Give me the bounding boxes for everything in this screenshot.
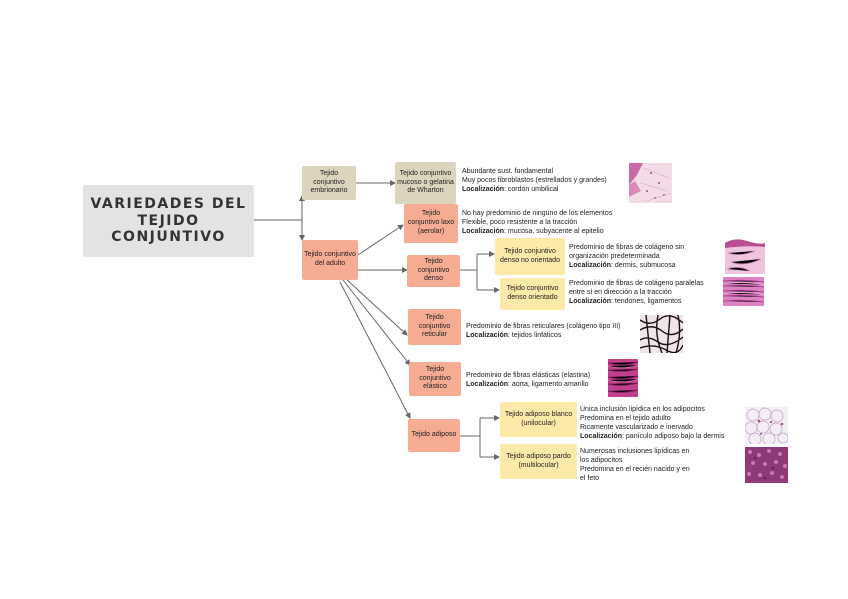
desc-line: No hay predominio de ninguno de los elem… bbox=[462, 210, 613, 217]
desc-loc: Localización: cordón umbilical bbox=[462, 186, 559, 194]
desc-loc: Localización: aorta, ligamento amarillo bbox=[466, 381, 589, 389]
desc-line: Predomina en el tejido adulto bbox=[580, 415, 671, 423]
title-line-1: VARIEDADES DEL bbox=[90, 195, 247, 212]
desc-denso-no-orientado: Predominio de fibras de colágeno sin org… bbox=[569, 243, 684, 270]
node-laxo: Tejido conjuntivo laxo (aerolar) bbox=[404, 204, 458, 243]
desc-denso-orientado: Predominio de fibras de colágeno paralel… bbox=[569, 279, 704, 306]
title-line-3: CONJUNTIVO bbox=[111, 229, 226, 246]
micrograph-adiposo-blanco bbox=[745, 407, 788, 444]
desc-line: Predominio de fibras elásticas (elastina… bbox=[466, 372, 591, 379]
desc-loc: Localización: tejidos linfáticos bbox=[466, 332, 562, 340]
node-denso: Tejido conjuntivo denso bbox=[407, 255, 460, 287]
desc-line: organización predeterminada bbox=[569, 253, 660, 261]
desc-line: Muy pocos fibroblastos (estrellados y gr… bbox=[462, 177, 607, 185]
desc-line: Flexible, poco resistente a la tracción bbox=[462, 219, 578, 227]
desc-line: el feto bbox=[580, 475, 600, 483]
node-elastico: Tejido conjuntivo elástico bbox=[409, 362, 461, 396]
desc-line: Ricamente vascularizado e inervado bbox=[580, 424, 693, 432]
desc-line: entre sí en dirección a la tracción bbox=[569, 289, 672, 297]
micrograph-denso-orientado bbox=[723, 277, 764, 306]
node-mucoso: Tejido conjuntivo mucoso o gelatina de W… bbox=[395, 162, 456, 204]
node-denso-orientado: Tejido conjuntivo denso orientado bbox=[500, 278, 565, 310]
micrograph-adiposo-pardo bbox=[745, 447, 788, 483]
desc-line: Predominio de fibras reticulares (coláge… bbox=[466, 323, 621, 330]
desc-line: Predominio de fibras de colágeno paralel… bbox=[569, 280, 704, 287]
desc-loc: Localización: tendones, ligamentos bbox=[569, 298, 682, 306]
desc-line: Abundante sust. fundamental bbox=[462, 168, 554, 175]
micrograph-denso-no-orientado bbox=[725, 237, 765, 274]
node-adiposo-blanco: Tejido adiposo blanco (unilocular) bbox=[500, 402, 577, 437]
desc-line: Única inclusión lipídica en los adipocit… bbox=[580, 406, 705, 413]
node-denso-no-orientado: Tejido conjuntivo denso no orientado bbox=[495, 238, 565, 275]
desc-reticular: Predominio de fibras reticulares (coláge… bbox=[466, 322, 620, 340]
desc-line: Numerosas inclusiones lipídicas en bbox=[580, 448, 690, 455]
desc-adiposo-pardo: Numerosas inclusiones lipídicas en los a… bbox=[580, 447, 690, 483]
node-adiposo: Tejido adiposo bbox=[408, 419, 460, 452]
desc-line: Predominio de fibras de colágeno sin bbox=[569, 244, 685, 251]
node-adulto: Tejido conjuntivo del adulto bbox=[302, 240, 358, 280]
node-reticular: Tejido conjuntivo reticular bbox=[408, 309, 461, 345]
micrograph-mucoso bbox=[629, 163, 672, 203]
desc-loc: Localización: dermis, submucosa bbox=[569, 262, 676, 270]
desc-mucoso: Abundante sust. fundamental Muy pocos fi… bbox=[462, 167, 607, 194]
title-line-2: TEJIDO bbox=[137, 212, 200, 229]
desc-loc: Localización: panículo adiposo bajo la d… bbox=[580, 433, 725, 441]
desc-adiposo-blanco: Única inclusión lipídica en los adipocit… bbox=[580, 405, 724, 441]
title-box: VARIEDADES DEL TEJIDO CONJUNTIVO bbox=[83, 185, 254, 257]
micrograph-reticular bbox=[640, 315, 683, 353]
node-embrionario: Tejido conjuntivo embrionario bbox=[302, 166, 356, 200]
node-adiposo-pardo: Tejido adiposo pardo (multilocular) bbox=[500, 444, 577, 479]
desc-loc: Localización: mucosa, subyacente al epit… bbox=[462, 228, 604, 236]
micrograph-elastico bbox=[608, 359, 638, 397]
desc-laxo: No hay predominio de ninguno de los elem… bbox=[462, 209, 612, 236]
desc-elastico: Predominio de fibras elásticas (elastina… bbox=[466, 371, 590, 389]
desc-line: los adipocitos bbox=[580, 457, 623, 465]
desc-line: Predomina en el recién nacido y en bbox=[580, 466, 690, 474]
